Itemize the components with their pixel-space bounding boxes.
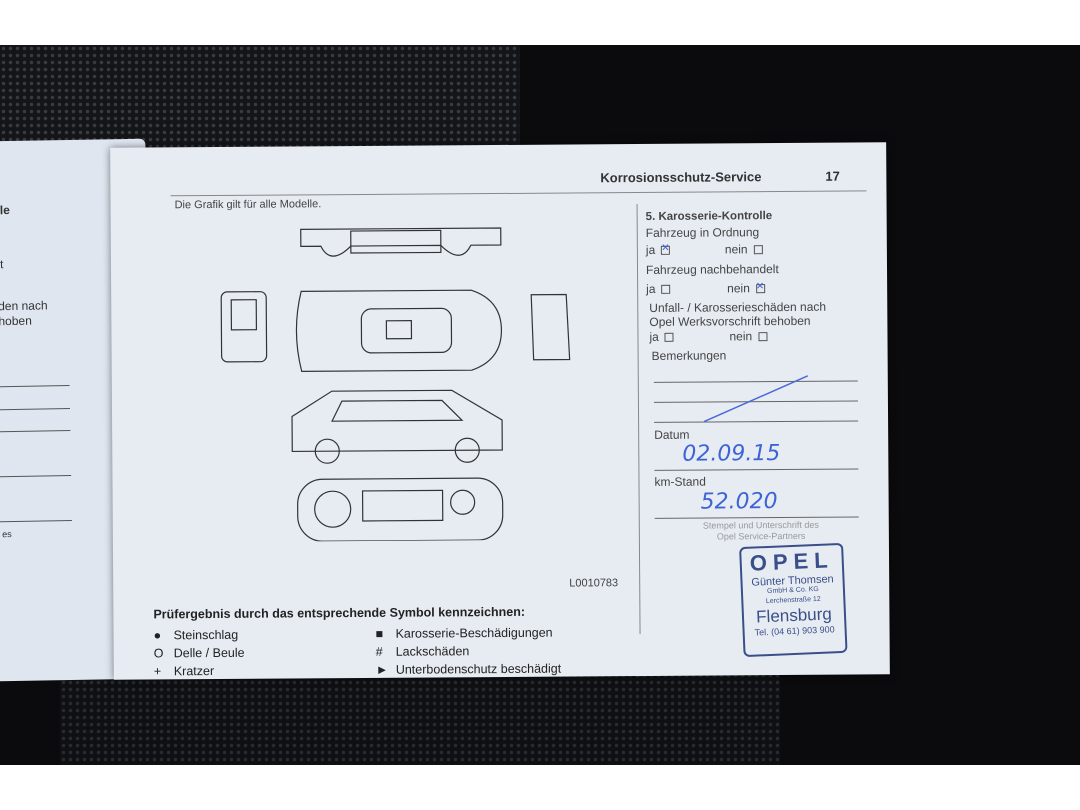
divider: [170, 190, 867, 197]
km-value: 52.020: [700, 489, 778, 515]
question-label: Opel Werksvorschrift behoben: [649, 313, 811, 329]
no-option[interactable]: nein: [729, 329, 768, 343]
figure-code: L0010783: [569, 577, 619, 590]
checkbox-checked-icon: [755, 284, 765, 294]
date-line: [654, 468, 859, 471]
graphic-note: Die Grafik gilt für alle Modelle.: [174, 198, 322, 212]
page-number: 17: [825, 168, 840, 184]
text-fragment: es: [2, 529, 12, 540]
yes-option[interactable]: ja: [646, 243, 671, 257]
km-line: [654, 516, 859, 519]
service-booklet-page: Korrosionsschutz-Service 17 Die Grafik g…: [110, 142, 890, 680]
form-line: [0, 429, 71, 433]
stamp-hint: Stempel und Unterschrift des: [702, 519, 819, 531]
question-label: Unfall- / Karosserieschäden nach: [649, 299, 827, 315]
legend-item: ►Unterbodenschutz beschädigt: [375, 661, 562, 677]
pen-stroke: [703, 375, 809, 423]
checkbox-icon: [664, 333, 674, 343]
date-label: Datum: [654, 427, 690, 442]
yes-option[interactable]: ja: [646, 282, 671, 296]
legend-title: Prüfergebnis durch das entsprechende Sym…: [153, 604, 526, 622]
form-line: [0, 474, 72, 478]
text-fragment: lt: [0, 257, 4, 272]
question-label: Fahrzeug in Ordnung: [645, 225, 760, 240]
car-diagram: [220, 227, 571, 542]
text-fragment: hoben: [0, 313, 32, 329]
km-label: km-Stand: [654, 474, 706, 489]
form-line: [0, 408, 70, 411]
seat-fabric: [60, 665, 780, 765]
remarks-label: Bemerkungen: [651, 348, 727, 363]
text-fragment: lle: [0, 203, 10, 218]
legend-item: ■Karosserie-Beschädigungen: [375, 625, 553, 641]
checkbox-icon: [758, 332, 768, 342]
dealer-stamp: OPEL Günter Thomsen GmbH & Co. KG Lerche…: [739, 542, 848, 658]
question-label: Fahrzeug nachbehandelt: [645, 262, 779, 277]
legend-item: #Lackschäden: [375, 644, 470, 659]
form-title: 5. Karosserie-Kontrolle: [645, 210, 773, 223]
checkbox-icon: [661, 285, 671, 295]
no-option[interactable]: nein: [727, 281, 765, 295]
date-value: 02.09.15: [682, 441, 781, 467]
divider: [636, 204, 641, 635]
legend-item: +Kratzer: [153, 664, 215, 679]
legend-item: ●Steinschlag: [153, 627, 239, 643]
photo: lle lt den nach hoben es Korrosionsschut…: [0, 45, 1080, 765]
checkbox-checked-icon: [661, 246, 671, 256]
text-fragment: den nach: [0, 298, 48, 314]
checkbox-icon: [753, 245, 763, 255]
form-line: [0, 519, 72, 523]
form-line: [0, 385, 70, 388]
stamp-hint: Opel Service-Partners: [716, 530, 806, 542]
yes-option[interactable]: ja: [649, 330, 674, 344]
page-header: Korrosionsschutz-Service: [600, 169, 762, 186]
no-option[interactable]: nein: [725, 242, 763, 256]
